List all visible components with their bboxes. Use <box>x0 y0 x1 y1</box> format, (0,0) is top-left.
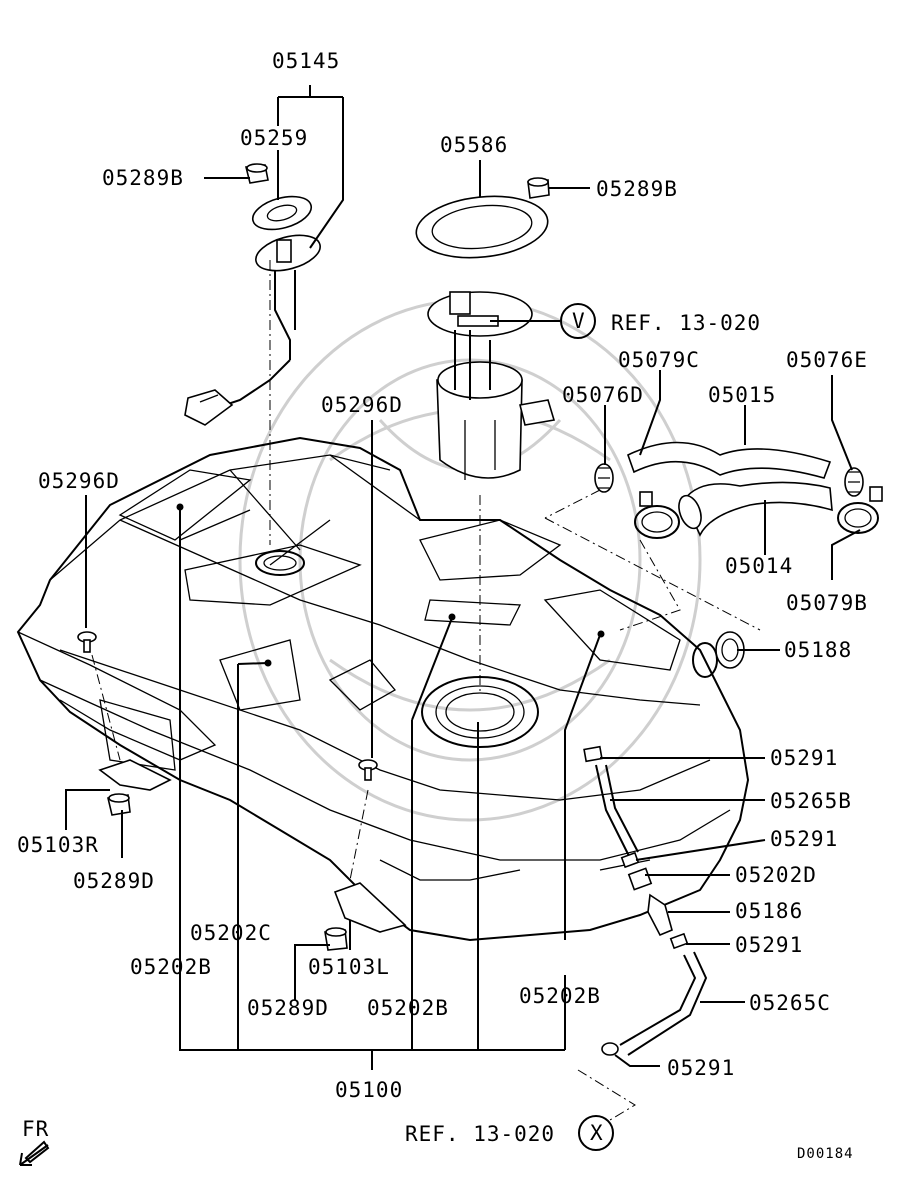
hose-05014 <box>678 481 833 537</box>
label-05079b: 05079B <box>786 591 868 615</box>
label-05291-a: 05291 <box>770 746 838 770</box>
fuel-pump-module <box>415 195 556 480</box>
label-05289d-center: 05289D <box>247 996 329 1020</box>
ref-x-text: REF. 13-020 <box>405 1122 555 1146</box>
label-05202d: 05202D <box>735 863 817 887</box>
label-05291-b: 05291 <box>770 827 838 851</box>
ref-v-text: REF. 13-020 <box>611 311 761 335</box>
clamp-05079b <box>837 486 883 534</box>
label-05265b: 05265B <box>770 789 852 813</box>
label-05076d: 05076D <box>562 383 644 407</box>
bracket-05103l <box>333 882 407 933</box>
label-05145: 05145 <box>272 49 340 73</box>
label-05202b-right: 05202B <box>519 984 601 1008</box>
label-05014: 05014 <box>725 554 793 578</box>
label-05202b-center: 05202B <box>367 996 449 1020</box>
fuel-gauge-sender-unit <box>184 195 321 426</box>
label-05186: 05186 <box>735 899 803 923</box>
label-05015: 05015 <box>708 383 776 407</box>
label-05291-c: 05291 <box>735 933 803 957</box>
label-05076e: 05076E <box>786 348 868 372</box>
label-05103l: 05103L <box>308 955 390 979</box>
bolt-05296d-center <box>358 759 378 781</box>
front-label: FR <box>22 1117 49 1141</box>
label-05202b-left: 05202B <box>130 955 212 979</box>
label-05291-d: 05291 <box>667 1056 735 1080</box>
ref-x-letter: X <box>590 1121 604 1145</box>
label-05586: 05586 <box>440 133 508 157</box>
nut-05289b-right <box>527 177 550 199</box>
ref-circle-x <box>578 1115 614 1151</box>
label-05265c: 05265C <box>749 991 831 1015</box>
assembly-centerlines <box>91 260 761 1121</box>
nut-05289d-left <box>107 793 131 816</box>
diagram-code: D00184 <box>797 1146 854 1162</box>
label-05100: 05100 <box>335 1078 403 1102</box>
clamp-05076d <box>594 463 614 493</box>
label-05296d-left: 05296D <box>38 469 120 493</box>
bolt-05296d-left <box>77 631 97 653</box>
vent-hose-assembly <box>583 745 708 1056</box>
ref-circle-v <box>560 303 596 339</box>
clamp-05076e <box>844 467 864 497</box>
label-05289b-right: 05289B <box>596 177 678 201</box>
clamp-05079c <box>634 491 680 539</box>
hose-05015 <box>627 441 832 479</box>
label-05296d-center: 05296D <box>321 393 403 417</box>
leader-lines <box>65 85 861 1070</box>
bracket-05103r <box>98 759 172 791</box>
front-direction-arrow-icon <box>19 1140 50 1166</box>
ref-v-letter: V <box>572 309 586 333</box>
label-05202c: 05202C <box>190 921 272 945</box>
nut-05289b-left <box>245 163 269 184</box>
label-05289d-left: 05289D <box>73 869 155 893</box>
label-05188: 05188 <box>784 638 852 662</box>
label-05103r: 05103R <box>17 833 99 857</box>
label-05289b-left: 05289B <box>102 166 184 190</box>
label-05259: 05259 <box>240 126 308 150</box>
label-05079c: 05079C <box>618 348 700 372</box>
nut-05289d-center <box>324 927 348 951</box>
